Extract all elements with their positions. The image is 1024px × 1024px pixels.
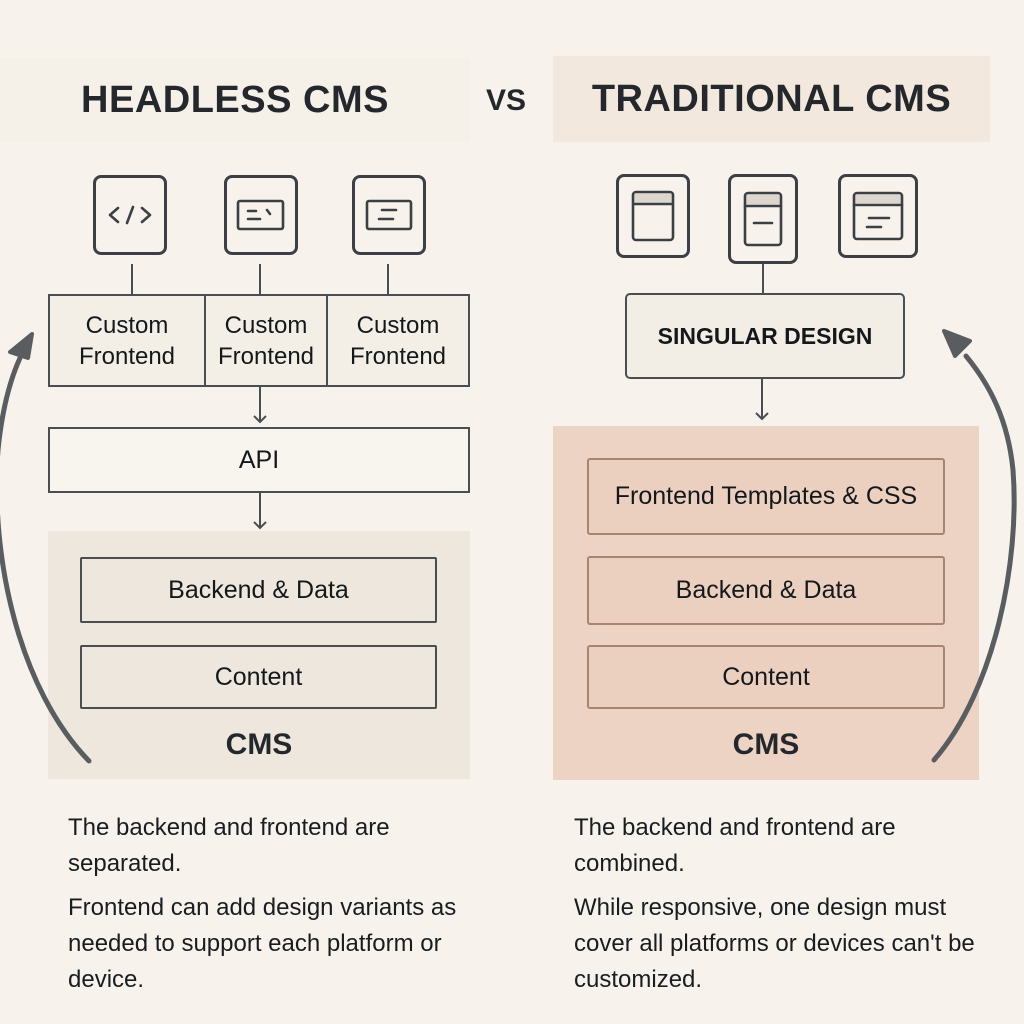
traditional-title: TRADITIONAL CMS (591, 77, 952, 120)
layer-label: Backend & Data (168, 575, 349, 604)
browser-window-text-icon (838, 174, 918, 258)
code-icon (93, 175, 167, 255)
browser-window-icon (616, 174, 690, 258)
traditional-title-banner: TRADITIONAL CMS (553, 56, 990, 142)
description-paragraph: Frontend can add design variants as need… (68, 894, 457, 993)
api-label: API (238, 445, 280, 474)
traditional-content-layer: Content (587, 645, 945, 709)
frontend-label: Custom (356, 311, 440, 339)
connector-line (387, 264, 389, 294)
text-panel-icon (352, 175, 426, 255)
layer-label: Content (214, 662, 303, 691)
terminal-window-icon (224, 175, 298, 255)
headless-backend-data-layer: Backend & Data (80, 557, 437, 623)
frontend-label: Frontend (349, 342, 447, 370)
frontend-label: Frontend (217, 342, 315, 370)
singular-design-box: SINGULAR DESIGN (625, 293, 905, 379)
connector-line (762, 264, 764, 294)
description-paragraph: While responsive, one design must cover … (574, 894, 975, 993)
layer-label: Backend & Data (675, 576, 857, 604)
traditional-description: The backend and frontend are combined. W… (574, 810, 986, 998)
description-paragraph: The backend and frontend are separated. (68, 814, 390, 877)
frontend-label: Custom (224, 311, 308, 339)
traditional-backend-data-layer: Backend & Data (587, 556, 945, 625)
frontend-label: Frontend (78, 342, 176, 370)
headless-title-banner: HEADLESS CMS (0, 58, 470, 142)
browser-window-line-icon (728, 174, 798, 264)
description-paragraph: The backend and frontend are combined. (574, 814, 896, 877)
headless-content-layer: Content (80, 645, 437, 709)
vs-label: VS (486, 84, 527, 117)
connector-line (259, 264, 261, 294)
singular-design-label: SINGULAR DESIGN (657, 322, 873, 349)
layer-label: Frontend Templates & CSS (614, 482, 918, 510)
headless-cms-label: CMS (225, 728, 293, 761)
api-box: API (48, 427, 470, 493)
layer-label: Content (722, 662, 810, 691)
headless-description: The backend and frontend are separated. … (68, 810, 468, 998)
traditional-frontend-templates-layer: Frontend Templates & CSS (587, 458, 945, 535)
connector-line (131, 264, 133, 294)
headless-title: HEADLESS CMS (81, 78, 389, 121)
frontend-label: Custom (85, 311, 169, 339)
traditional-cms-label: CMS (732, 728, 800, 761)
